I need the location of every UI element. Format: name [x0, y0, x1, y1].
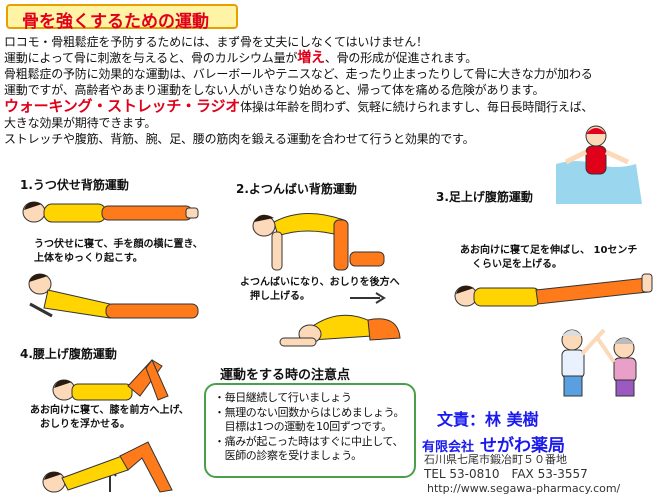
- notes-item: 医師の診察を受けましょう。: [214, 449, 363, 462]
- intro-line: 大きな効果が期待できます。: [4, 116, 157, 130]
- prone-lying-figure: [22, 201, 199, 223]
- elderly-stretch-figure: [561, 328, 637, 397]
- exercise-2-note-line: 押し上げる。: [250, 291, 310, 302]
- company-name: せがわ薬局: [480, 436, 566, 456]
- swimmer-figure: [556, 125, 642, 204]
- page-title: 骨を強くするための運動: [22, 12, 209, 32]
- exercise-4-note-line: あお向けに寝て、膝を前方へ上げ、: [30, 405, 189, 416]
- hip-lift-start-figure: [52, 359, 169, 401]
- intro-fragment: 、骨の形成が促進されます。: [324, 51, 478, 65]
- exercise-4-note-line: おしりを浮かせる。: [40, 419, 130, 430]
- company-type: 有限会社: [422, 440, 475, 455]
- exercise-2-note-line: よつんばいになり、おしりを後方へ: [240, 277, 400, 288]
- intro-fragment: 体操は年齢を問わず、気軽に続けられますし、毎日長時間行えば、: [240, 100, 594, 114]
- exercise-1-label: 1.うつ伏せ背筋運動: [20, 178, 129, 192]
- address: 石川県七尾市鍛冶町５０番地: [424, 453, 567, 466]
- hip-lift-raised-figure: [42, 441, 173, 493]
- pharmacy-name: 有限会社せがわ薬局: [422, 431, 565, 456]
- intro-line: ストレッチや腹筋、背筋、腕、足、腰の筋肉を鍛える運動を合わせて行うと効果的です。: [4, 132, 475, 146]
- exercise-1-note-line: うつ伏せに寝て、手を顔の横に置き、: [34, 239, 203, 250]
- author-credit: 文責：林 美樹: [437, 410, 539, 429]
- intro-line: 骨粗鬆症の予防に効果的な運動は、バレーボールやテニスなど、走ったり止まったりして…: [4, 67, 593, 81]
- notes-box: ・毎日継続して行いましょう ・無理のない回数からはじめましょう。 目標は1つの運…: [204, 383, 416, 478]
- exercise-3-note-line: あお向けに寝て足を伸ばし、 10センチ: [460, 245, 638, 256]
- all-fours-figure: [252, 212, 385, 271]
- intro-text: ロコモ・骨粗鬆症を予防するためには、まず骨を丈夫にしなくてはいけません！ 運動に…: [4, 34, 664, 147]
- website-link[interactable]: http://www.segawa-pharmacy.com/: [427, 482, 621, 495]
- emphasis-exercises: ウォーキング・ストレッチ・ラジオ: [4, 97, 241, 115]
- notes-title: 運動をする時の注意点: [220, 368, 351, 383]
- exercise-2-label: 2.よつんばい背筋運動: [236, 182, 357, 196]
- notes-item: ・痛みが起こった時はすぐに中止して、: [214, 434, 404, 448]
- intro-line: 運動ですが、高齢者やあまり運動をしない人がいきなり始めると、帰って体を痛める危険…: [4, 83, 545, 97]
- notes-item: 目標は1つの運動を10回ずつです。: [214, 420, 393, 433]
- intro-line: 運動によって骨に刺激を与えると、骨のカルシウム量が増え、骨の形成が促進されます。: [4, 50, 664, 66]
- exercise-3-label: 3.足上げ腹筋運動: [436, 190, 533, 204]
- leg-raise-figure: [454, 273, 653, 307]
- notes-item: ・無理のない回数からはじめましょう。: [214, 405, 405, 419]
- title-banner: 骨を強くするための運動: [6, 4, 238, 32]
- exercise-4-label: 4.腰上げ腹筋運動: [20, 347, 117, 361]
- back-raise-figure: [28, 273, 199, 319]
- intro-fragment: 運動によって骨に刺激を与えると、骨のカルシウム量が: [4, 51, 298, 65]
- exercise-3-note-line: くらい足を上げる。: [472, 259, 562, 270]
- notes-item: ・毎日継続して行いましょう: [214, 391, 352, 404]
- phone-fax: TEL 53-0810 FAX 53-3557: [424, 467, 588, 481]
- exercise-1-note-line: 上体をゆっくり起こす。: [34, 253, 143, 264]
- intro-line: ロコモ・骨粗鬆症を予防するためには、まず骨を丈夫にしなくてはいけません！: [4, 35, 428, 49]
- emphasis-increase: 増え: [297, 50, 325, 66]
- child-pose-figure: [279, 292, 401, 347]
- intro-line: ウォーキング・ストレッチ・ラジオ体操は年齢を問わず、気軽に続けられますし、毎日長…: [4, 98, 664, 115]
